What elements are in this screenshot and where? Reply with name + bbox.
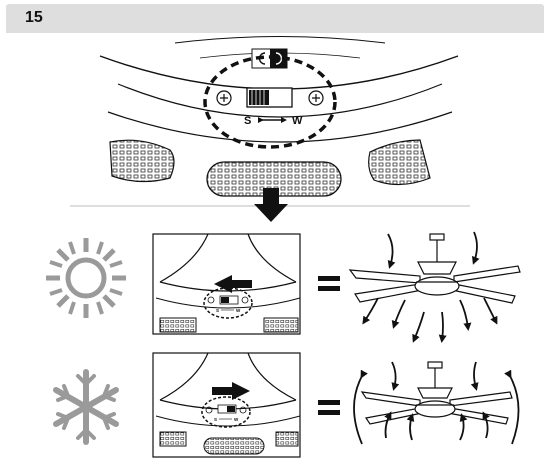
switch-label-w: W [292,115,303,127]
airflow-up-arrows [353,361,520,445]
slide-left-arrow-icon [214,275,252,293]
down-arrow-icon [254,188,288,222]
switch-highlight-ring [203,55,337,149]
switch-closeup-winter: S W [152,352,301,458]
ceiling-fan-summer [348,233,521,304]
step-header-bar: 15 [6,4,544,33]
switch-label-s: S [244,115,251,127]
equals-sign-icon [318,400,340,415]
ceiling-fan-winter [360,361,513,425]
snowflake-icon [53,369,119,445]
slide-right-arrow-icon [212,382,250,400]
vent-grill-right [368,139,431,186]
equals-sign-icon [318,276,340,291]
summer-winter-switch [246,87,293,108]
screw-icon [308,90,324,106]
step-number: 15 [25,9,43,26]
switch-label-w: W [236,308,241,313]
airflow-down-arrows [362,231,498,343]
vent-grill-left [109,139,175,183]
switch-label-s: S [216,308,219,313]
sun-icon [46,238,126,318]
switch-label-s: S [214,417,217,422]
switch-label-w: W [234,417,239,422]
screw-icon [216,90,232,106]
